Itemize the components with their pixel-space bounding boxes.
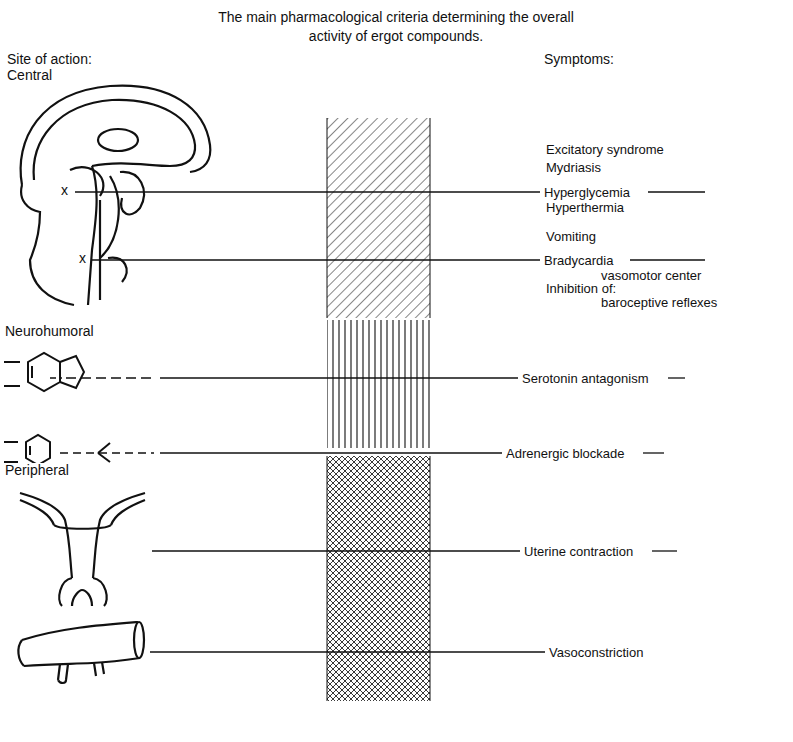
symptom-label: Bradycardia — [543, 253, 614, 268]
symptom-label: Vomiting — [545, 229, 597, 244]
section-heading: Site of action: — [6, 52, 93, 67]
symptom-label: Hyperglycemia — [543, 185, 631, 200]
hatched-band — [327, 118, 430, 701]
symptom-label: Excitatory syndrome — [545, 142, 665, 157]
symptom-label: Adrenergic blockade — [505, 446, 626, 461]
leader-line — [50, 192, 705, 652]
title: The main pharmacological criteria determ… — [196, 8, 596, 46]
benzene-structure — [4, 435, 110, 465]
symptom-label: Inhibition of: — [545, 281, 617, 296]
section-heading: Central — [6, 68, 53, 83]
symptom-label: Serotonin antagonism — [521, 371, 649, 386]
blood-vessel-sketch — [18, 622, 144, 683]
section-heading: Neurohumoral — [4, 324, 95, 339]
symptom-label: baroceptive reflexes — [600, 295, 718, 310]
symptom-label: Uterine contraction — [523, 544, 634, 559]
symptom-label: Mydriasis — [545, 160, 602, 175]
section-heading: Peripheral — [4, 463, 70, 478]
column-heading: Symptoms: — [543, 52, 615, 67]
symptom-label: Hyperthermia — [545, 200, 625, 215]
uterus-sketch — [20, 493, 145, 606]
brain-sketch — [21, 86, 211, 305]
site-marker: x — [78, 251, 87, 266]
site-marker: x — [60, 183, 69, 198]
indole-structure — [4, 353, 84, 391]
symptom-label: Vasoconstriction — [548, 645, 644, 660]
